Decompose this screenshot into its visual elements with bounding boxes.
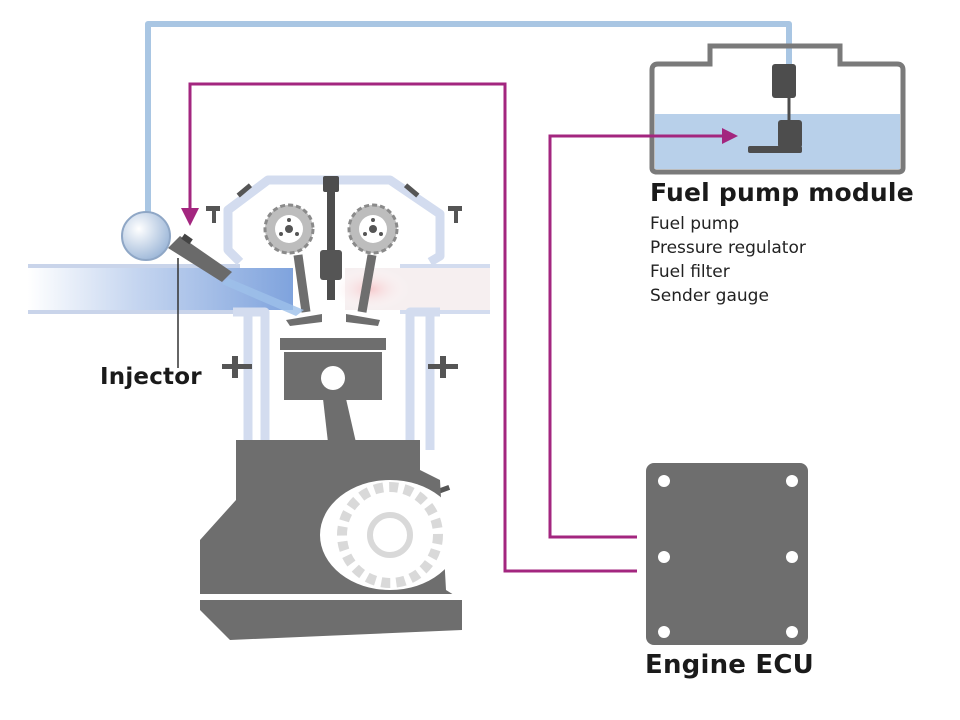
piston-icon — [280, 338, 386, 460]
component-fuel-filter: Fuel filter — [650, 262, 730, 282]
component-fuel-pump: Fuel pump — [650, 214, 740, 234]
exhaust-valve — [346, 254, 380, 326]
injector-label: Injector — [100, 364, 202, 390]
fuel-tank-icon — [649, 43, 906, 175]
injector-icon — [168, 233, 304, 316]
component-pressure-regulator: Pressure regulator — [650, 238, 806, 258]
engine-ecu-label: Engine ECU — [645, 650, 814, 680]
camshaft-gear-icon — [347, 203, 399, 255]
fuel-pump-module-title: Fuel pump module — [650, 178, 914, 207]
exhaust-manifold — [330, 264, 490, 314]
spark-plug-icon — [320, 176, 342, 300]
ecu-to-injector-signal-line — [188, 82, 637, 573]
fuel-rail — [121, 211, 171, 261]
crankcase-icon — [195, 440, 467, 640]
camshaft-gear-icon — [263, 203, 315, 255]
intake-valve — [286, 254, 322, 326]
ecu-to-pump-signal-line — [548, 134, 728, 539]
ecu-box-icon — [646, 463, 808, 645]
head-bolts — [206, 183, 462, 223]
fuel-pump-icon — [748, 64, 802, 153]
component-sender-gauge: Sender gauge — [650, 286, 769, 306]
